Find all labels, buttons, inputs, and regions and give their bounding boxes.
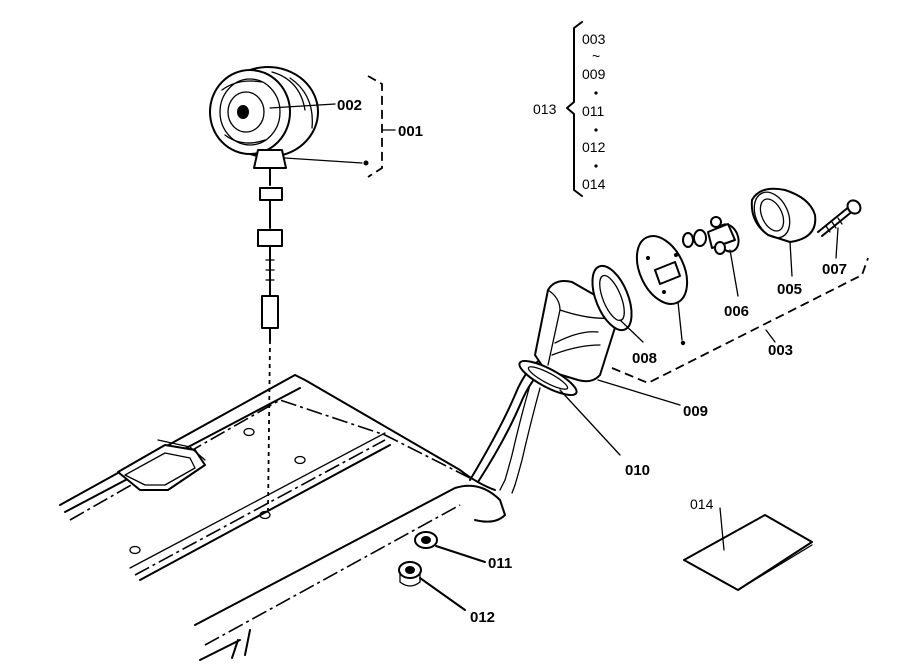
kit-item-011: 011 [582,103,605,119]
bracket-001 [367,75,383,178]
grommet-012 [398,561,422,587]
kit-item-014: 014 [582,176,606,192]
callout-005: 005 [777,281,802,298]
callout-014: 014 [690,496,714,512]
callout-002: 002 [337,97,362,114]
vehicle-body [59,374,506,661]
leader-002 [269,103,336,109]
grommet-011 [414,531,438,549]
kit-item-003: 003 [582,31,606,47]
work-lamp-assembly [209,66,369,511]
kit-group-label: 013 [533,101,557,117]
callout-001: 001 [398,123,423,140]
rear-lamp-assembly [469,187,862,494]
manual-014 [683,507,813,591]
callout-006: 006 [724,303,749,320]
kit-range-mark: ~ [592,48,600,64]
kit-group-013: 013 003 ~ 009 011 012 014 [533,21,606,197]
callout-009: 009 [683,403,708,420]
callout-011: 011 [488,555,512,572]
callout-007: 007 [822,261,847,278]
callout-012: 012 [470,609,495,626]
kit-item-012: 012 [582,139,606,155]
kit-item-009: 009 [582,66,606,82]
callout-010: 010 [625,462,650,479]
callout-008: 008 [632,350,657,367]
bracket-003 [611,257,869,384]
callout-003: 003 [768,342,793,359]
